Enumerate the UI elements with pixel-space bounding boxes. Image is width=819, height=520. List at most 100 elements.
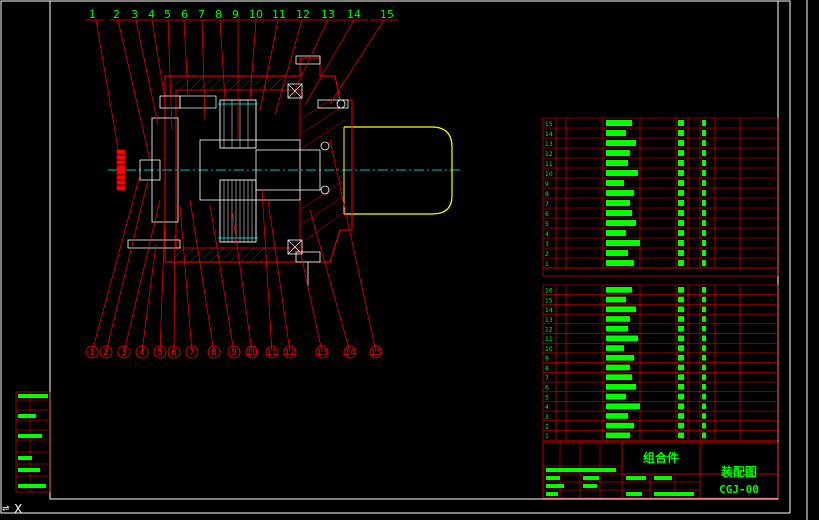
- upper-material-cell: [702, 250, 706, 256]
- upper-row-number: 12: [545, 151, 553, 158]
- callout-bottom-3: 3: [121, 348, 127, 358]
- lower-part-name-cell: [606, 325, 628, 332]
- lower-material-cell: [702, 354, 706, 361]
- lower-qty-cell: [678, 393, 684, 400]
- callout-bottom-13: 13: [316, 348, 327, 358]
- top-bolt: [159, 95, 181, 109]
- lower-part-name-cell: [606, 413, 628, 419]
- callout-top-7: 7: [198, 8, 205, 21]
- upper-qty-cell: [678, 260, 684, 266]
- upper-material-cell: [702, 200, 706, 206]
- lower-material-cell: [702, 364, 706, 371]
- upper-row-number: 1: [545, 261, 549, 268]
- drawing-number: CGJ-00: [719, 483, 759, 496]
- upper-part-name-cell: [606, 180, 624, 186]
- upper-material-cell: [702, 210, 706, 216]
- drawing-name: 装配图: [720, 464, 757, 479]
- lower-material-cell: [702, 316, 706, 322]
- lower-part-name-cell: [606, 306, 636, 313]
- top-callouts: 1 2 3 4 5 6 7 8 9 10 11 12 13 14 15: [89, 8, 394, 21]
- callout-top-9: 9: [232, 8, 239, 21]
- upper-row-number: 7: [545, 201, 549, 208]
- upper-row-number: 9: [545, 181, 549, 188]
- upper-material-cell: [702, 190, 706, 196]
- upper-qty-cell: [678, 240, 684, 246]
- upper-part-name-cell: [606, 190, 634, 196]
- callout-bottom-8: 8: [211, 348, 217, 358]
- lower-material-cell: [702, 393, 706, 400]
- upper-row-number: 6: [545, 211, 549, 218]
- upper-material-cell: [702, 170, 706, 176]
- callout-top-2: 2: [113, 8, 120, 21]
- upper-part-name-cell: [606, 170, 638, 176]
- callout-top-3: 3: [131, 8, 138, 21]
- lower-row-number: 14: [545, 307, 553, 314]
- lower-row-number: 16: [545, 288, 553, 295]
- lower-row-number: 9: [545, 356, 549, 363]
- upper-qty-cell: [678, 230, 684, 236]
- callout-bottom-4: 4: [139, 348, 145, 358]
- lower-part-name-cell: [606, 335, 638, 342]
- callout-top-1: 1: [89, 8, 96, 21]
- lower-part-name-cell: [606, 354, 634, 361]
- upper-row-number: 8: [545, 191, 549, 198]
- callout-bottom-1: 1: [89, 348, 95, 358]
- callout-bottom-9: 9: [231, 348, 237, 358]
- lower-qty-cell: [678, 296, 684, 303]
- lower-qty-cell: [678, 403, 684, 410]
- upper-material-cell: [702, 150, 706, 156]
- lower-part-name-cell: [606, 403, 640, 410]
- left-edge-table: [15, 391, 51, 493]
- assembly-label: 组合件: [643, 450, 679, 465]
- lower-material-cell: [702, 384, 706, 390]
- upper-part-name-cell: [606, 160, 628, 166]
- lower-qty-cell: [678, 354, 684, 361]
- lower-qty-cell: [678, 374, 684, 380]
- callout-top-11: 11: [272, 8, 286, 21]
- lower-qty-cell: [678, 287, 684, 293]
- handwheel: [116, 149, 126, 191]
- lower-part-name-cell: [606, 374, 632, 380]
- lower-qty-cell: [678, 335, 684, 342]
- upper-material-cell: [702, 120, 706, 126]
- callout-top-15: 15: [380, 8, 394, 21]
- upper-part-name-cell: [606, 260, 634, 266]
- upper-material-cell: [702, 240, 706, 246]
- upper-part-name-cell: [606, 140, 636, 146]
- lower-material-cell: [702, 287, 706, 293]
- callout-bottom-14: 14: [344, 348, 356, 358]
- upper-part-name-cell: [606, 250, 628, 256]
- title-block: 组合件 装配图 CGJ-00: [542, 441, 779, 499]
- lower-material-cell: [702, 335, 706, 342]
- upper-row-number: 13: [545, 141, 553, 148]
- upper-material-cell: [702, 220, 706, 226]
- bottom-bearing: [287, 239, 303, 255]
- lower-material-cell: [702, 422, 706, 429]
- upper-row-number: 15: [545, 121, 553, 128]
- lower-row-number: 12: [545, 327, 553, 334]
- upper-row-number: 14: [545, 131, 553, 138]
- assembly-section-view: [108, 55, 460, 286]
- callout-bottom-7: 7: [189, 348, 195, 358]
- lower-part-name-cell: [606, 432, 630, 439]
- callout-top-12: 12: [296, 8, 310, 21]
- lower-part-name-cell: [606, 316, 630, 322]
- callout-bottom-2: 2: [103, 348, 109, 358]
- lower-row-number: 8: [545, 365, 549, 372]
- callout-top-8: 8: [215, 8, 222, 21]
- upper-qty-cell: [678, 210, 684, 216]
- upper-qty-cell: [678, 120, 684, 126]
- housing-outline: [164, 57, 353, 263]
- bottom-callouts: [85, 345, 383, 359]
- bottom-bolt: [127, 239, 181, 249]
- lower-part-name-cell: [606, 345, 624, 351]
- callout-top-10: 10: [249, 8, 263, 21]
- upper-qty-cell: [678, 170, 684, 176]
- upper-qty-cell: [678, 190, 684, 196]
- lower-row-number: 4: [545, 404, 549, 411]
- upper-material-cell: [702, 180, 706, 186]
- upper-material-cell: [702, 130, 706, 136]
- lower-part-name-cell: [606, 287, 632, 293]
